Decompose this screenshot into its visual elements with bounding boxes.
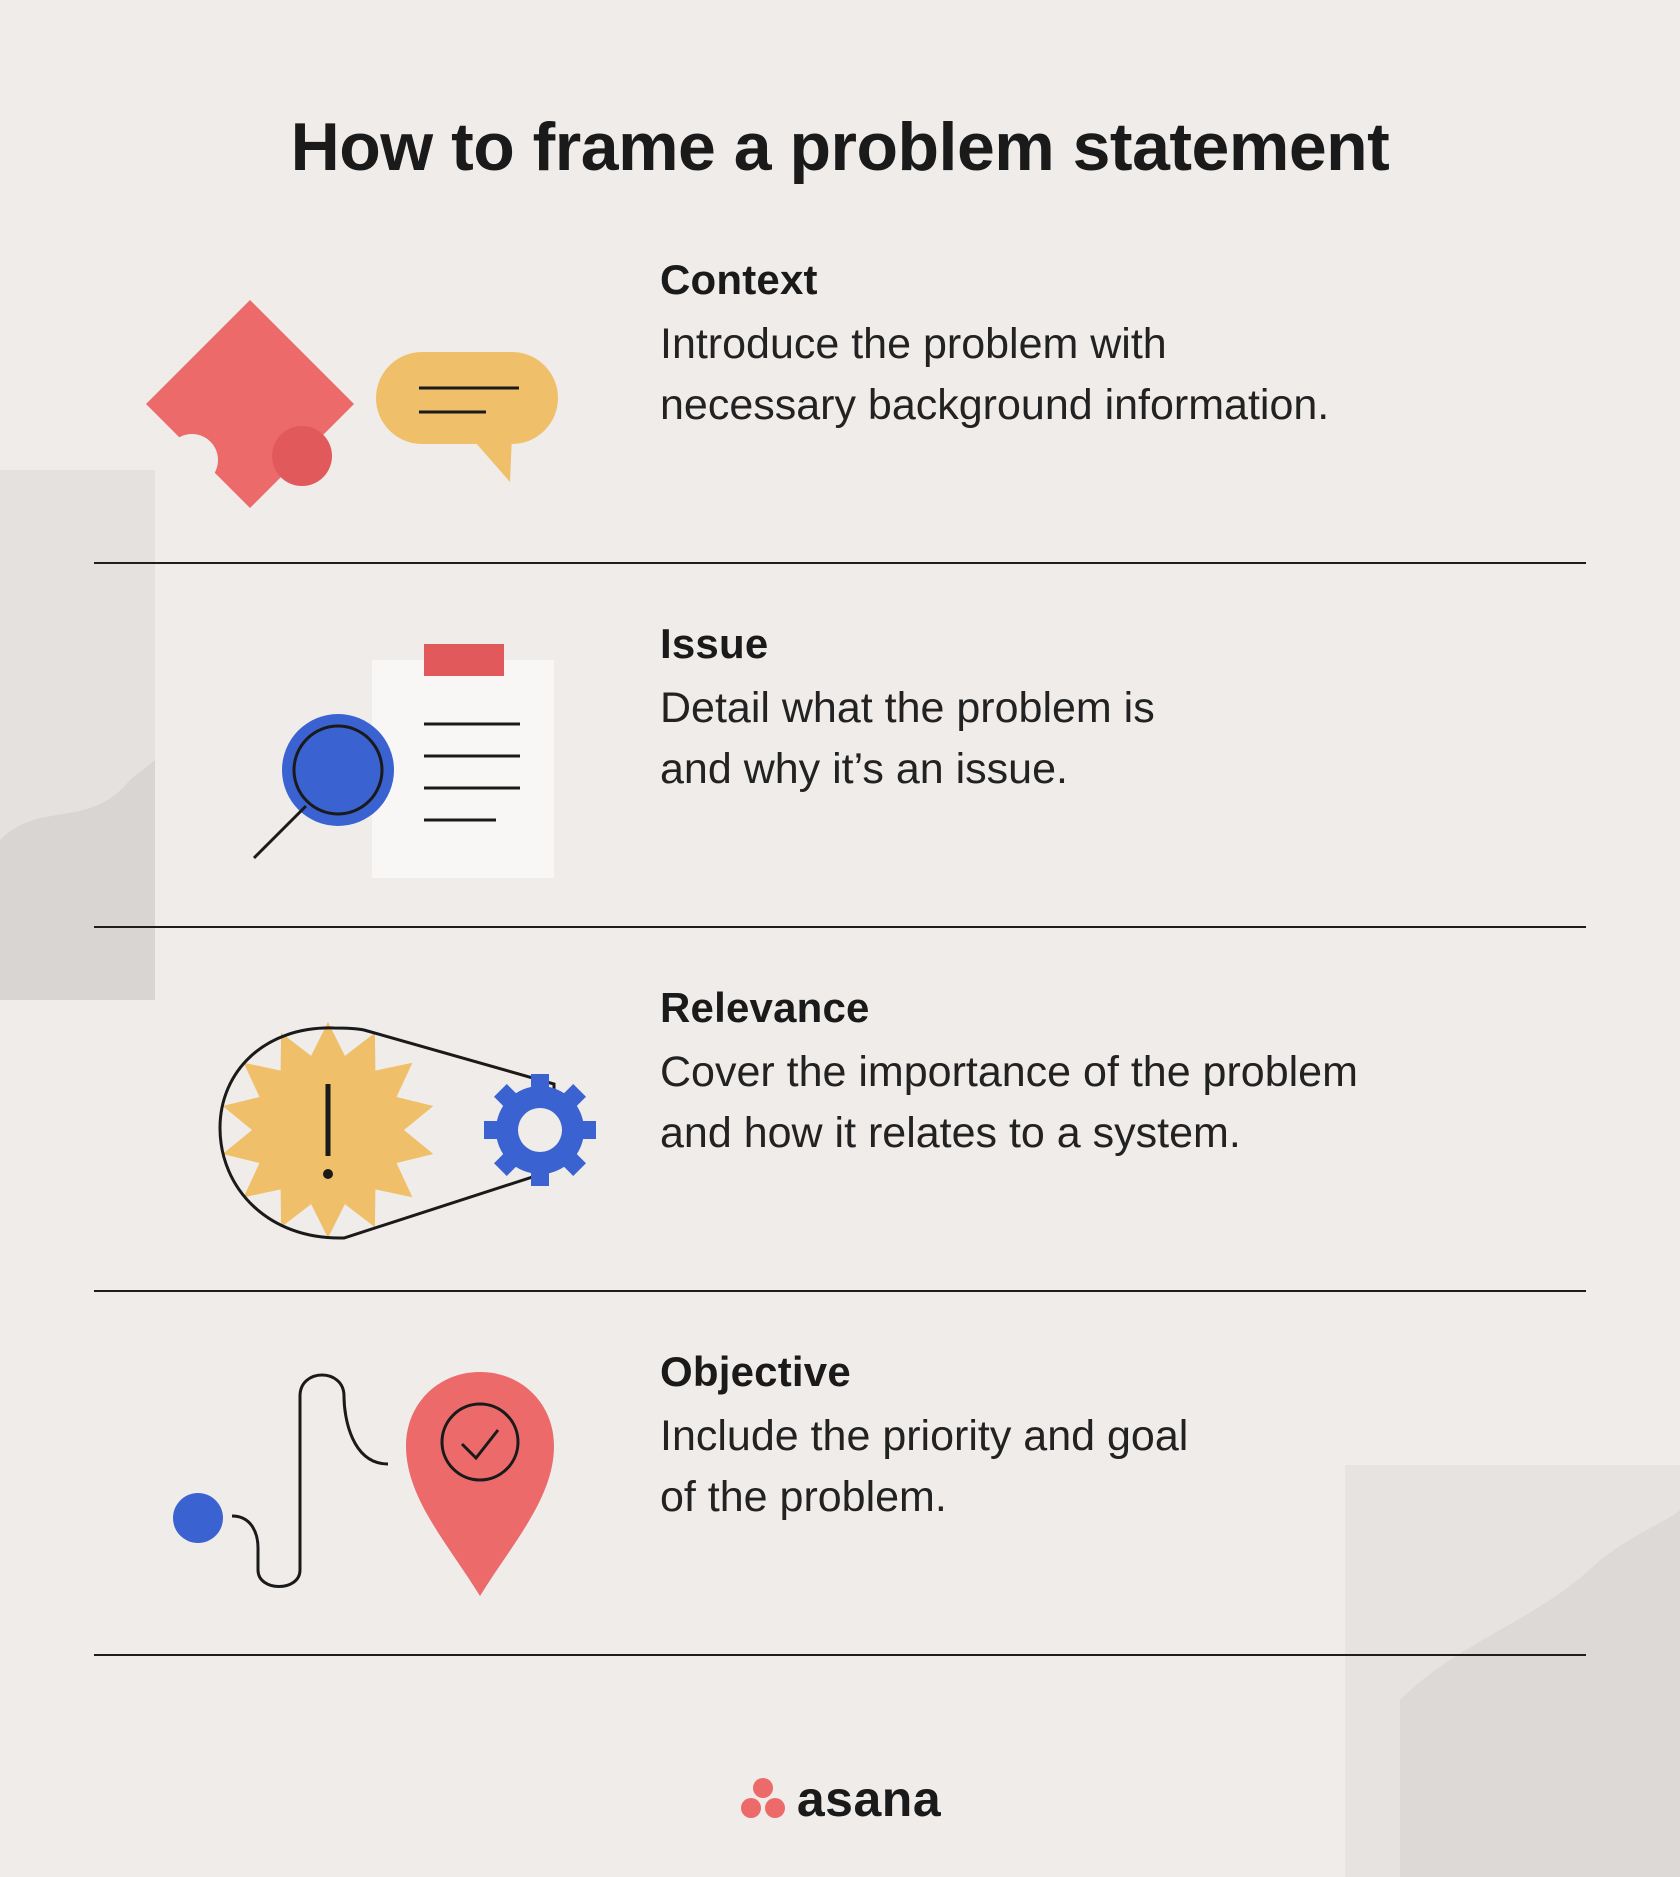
magnifying-glass-icon (252, 714, 394, 860)
section-body-line: necessary background information. (660, 381, 1330, 429)
relevance-illustration (218, 1022, 596, 1240)
location-pin-check-icon (406, 1372, 554, 1596)
gear-icon (484, 1074, 596, 1186)
section-heading: Context (660, 256, 818, 303)
asana-logo: asana (0, 1770, 1680, 1828)
section-objective: Objective Include the priority and goal … (94, 1292, 1586, 1656)
logo-wordmark: asana (796, 1771, 942, 1827)
context-text: Context Introduce the problem with neces… (660, 256, 1560, 436)
section-body-line: Detail what the problem is (660, 684, 1155, 732)
page-title: How to frame a problem statement (290, 109, 1390, 185)
puzzle-piece-icon (146, 300, 354, 508)
section-divider (94, 926, 1586, 928)
section-heading: Objective (660, 1348, 851, 1395)
section-divider (94, 562, 1586, 564)
section-divider (94, 1654, 1586, 1656)
objective-text: Objective Include the priority and goal … (660, 1348, 1560, 1528)
clipboard-document-icon (372, 644, 554, 878)
asana-dots-icon (740, 1778, 785, 1818)
path-dot-icon (173, 1373, 389, 1588)
section-body-line: Include the priority and goal (660, 1412, 1189, 1460)
speech-bubble-icon (376, 352, 558, 482)
section-body-line: and how it relates to a system. (660, 1109, 1241, 1157)
section-heading: Issue (660, 620, 769, 667)
issue-illustration (252, 644, 554, 878)
objective-illustration (173, 1372, 554, 1596)
warning-burst-icon (222, 1022, 434, 1238)
section-heading: Relevance (660, 984, 870, 1031)
section-body-line: Cover the importance of the problem (660, 1048, 1358, 1096)
section-issue: Issue Detail what the problem is and why… (94, 564, 1586, 928)
relevance-text: Relevance Cover the importance of the pr… (660, 984, 1560, 1164)
section-body-line: and why it’s an issue. (660, 745, 1068, 793)
section-body-line: Introduce the problem with (660, 320, 1167, 368)
issue-text: Issue Detail what the problem is and why… (660, 620, 1560, 800)
section-context: Context Introduce the problem with neces… (94, 200, 1586, 564)
section-body-line: of the problem. (660, 1473, 947, 1521)
section-divider (94, 1290, 1586, 1292)
context-illustration (146, 300, 558, 508)
section-relevance: Relevance Cover the importance of the pr… (94, 928, 1586, 1292)
